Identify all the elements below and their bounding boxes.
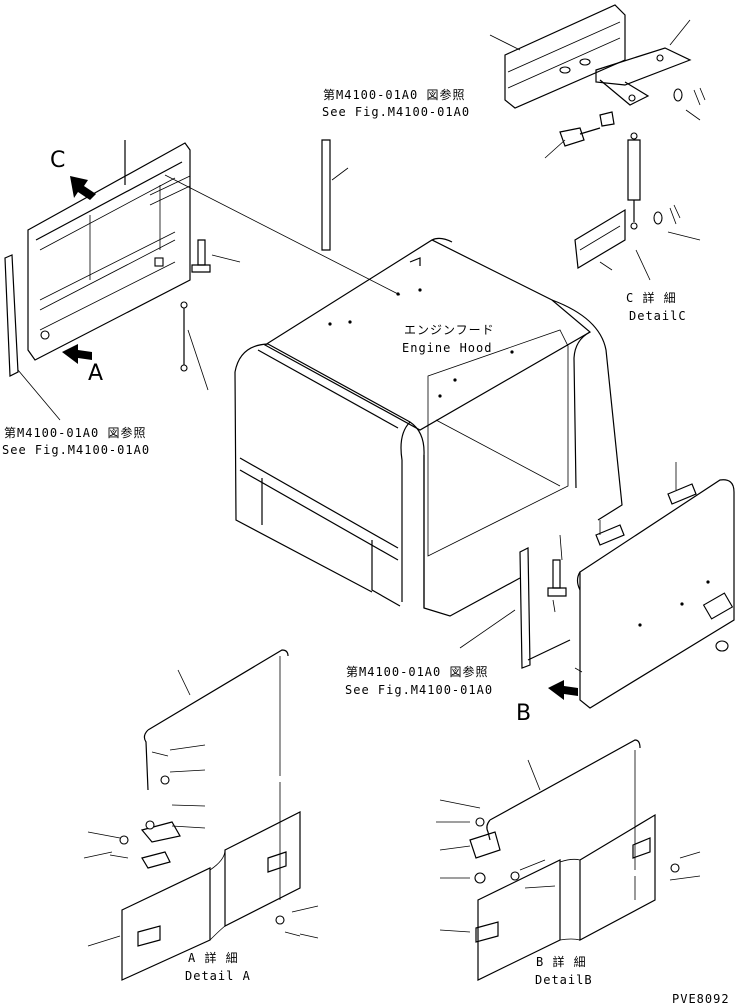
ref-right-jp: 第M4100-01A0 図参照 bbox=[346, 664, 488, 679]
engine-hood-jp: エンジンフード bbox=[404, 323, 495, 337]
detail-b-drawing bbox=[436, 739, 701, 981]
detail-b-en: DetailB bbox=[535, 973, 593, 987]
ref-right-en: See Fig.M4100-01A0 bbox=[345, 683, 493, 697]
detail-c-jp: C 詳 細 bbox=[626, 290, 677, 305]
detail-c-drawing bbox=[489, 4, 706, 281]
view-arrow-c: C bbox=[50, 148, 96, 200]
detail-c-en: DetailC bbox=[629, 309, 687, 323]
view-a-letter: A bbox=[88, 361, 103, 386]
engine-hood bbox=[234, 237, 623, 617]
seal-strip-top bbox=[321, 139, 349, 251]
detail-a-drawing bbox=[83, 649, 319, 981]
engine-hood-en: Engine Hood bbox=[402, 341, 492, 355]
detail-a-en: Detail A bbox=[185, 969, 251, 983]
drawing-code: PVE8092 bbox=[672, 992, 730, 1006]
view-b-letter: B bbox=[516, 701, 531, 726]
left-side-door bbox=[4, 140, 401, 421]
view-arrow-a: A bbox=[62, 344, 103, 386]
ref-top-jp: 第M4100-01A0 図参照 bbox=[323, 87, 465, 102]
view-c-letter: C bbox=[50, 148, 65, 173]
detail-a-jp: A 詳 細 bbox=[188, 950, 239, 965]
ref-left-en: See Fig.M4100-01A0 bbox=[2, 443, 150, 457]
view-arrow-b: B bbox=[516, 680, 578, 726]
right-side-door bbox=[459, 462, 735, 709]
detail-b-jp: B 詳 細 bbox=[536, 954, 587, 969]
ref-top-en: See Fig.M4100-01A0 bbox=[322, 105, 470, 119]
ref-left-jp: 第M4100-01A0 図参照 bbox=[4, 425, 146, 440]
